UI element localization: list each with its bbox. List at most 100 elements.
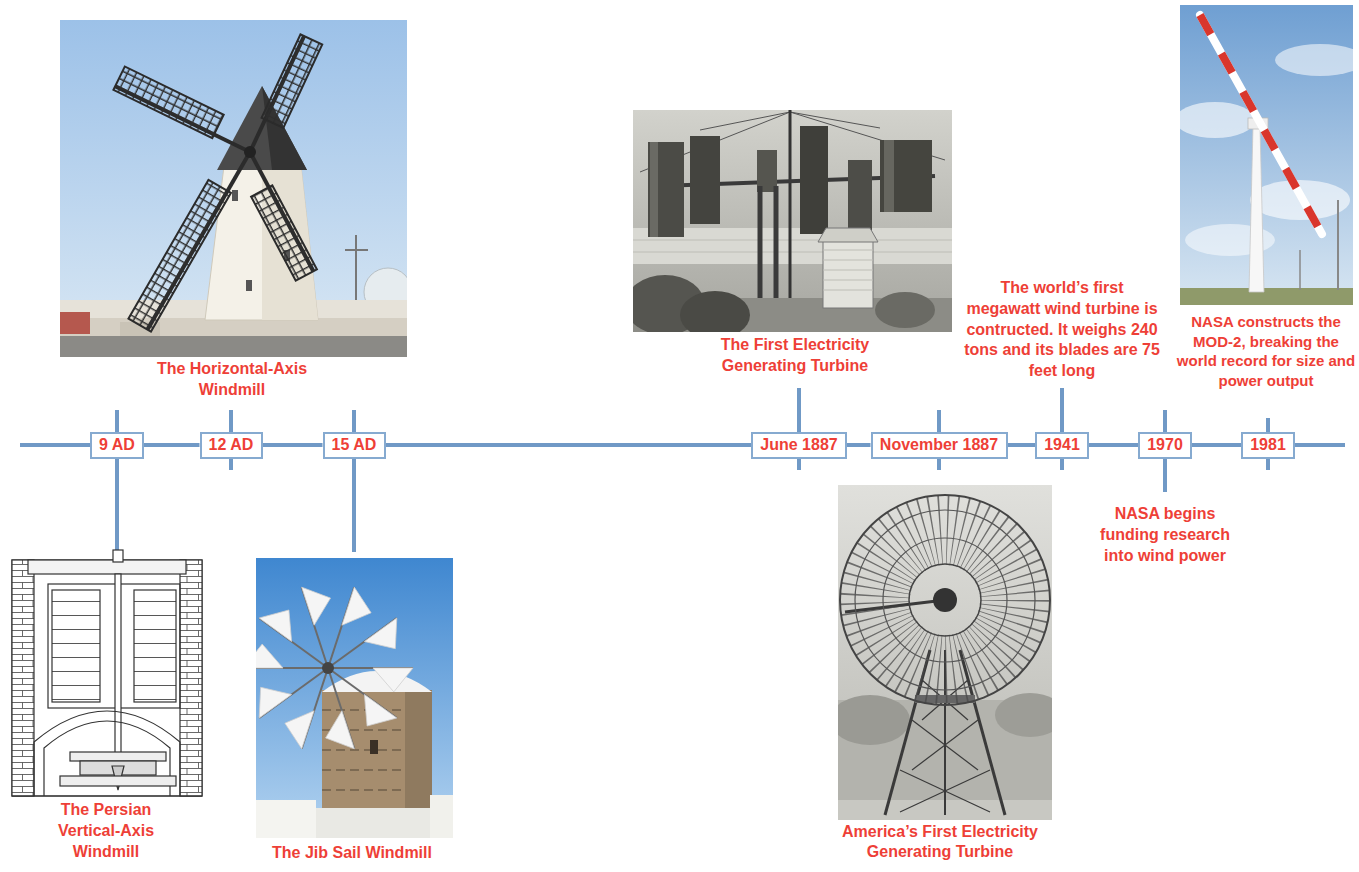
mod2-photo bbox=[1249, 126, 1264, 292]
mod2-photo bbox=[1180, 288, 1353, 305]
persian-windmill-drawing bbox=[12, 795, 202, 796]
windmill-photo bbox=[355, 235, 357, 300]
turbine-photo bbox=[875, 292, 935, 328]
jib-windmill-photo bbox=[259, 610, 291, 642]
date-text: 9 AD bbox=[99, 434, 135, 455]
mod2-photo bbox=[1337, 200, 1339, 290]
brush-turbine-photo bbox=[838, 695, 910, 745]
turbine-photo bbox=[757, 150, 777, 192]
jib-windmill-photo bbox=[256, 644, 283, 668]
jib-windmill-photo bbox=[430, 795, 453, 838]
windmill-photo bbox=[60, 312, 90, 334]
timeline-segment bbox=[144, 443, 200, 447]
jib-windmill-photo bbox=[322, 662, 334, 674]
turbine-photo bbox=[650, 142, 658, 237]
brush-turbine-photo bbox=[883, 538, 1007, 662]
persian-windmill-drawing bbox=[134, 590, 176, 702]
persian-windmill-drawing bbox=[113, 550, 123, 562]
persian-windmill-drawing bbox=[60, 776, 176, 786]
persian-windmill-drawing bbox=[12, 560, 34, 796]
date-text: 1981 bbox=[1250, 434, 1286, 455]
caption-text: NASA begins funding research into wind p… bbox=[1095, 504, 1235, 566]
timeline-tick bbox=[117, 388, 1268, 552]
date-box: 9 AD bbox=[90, 432, 144, 459]
turbine-photo bbox=[823, 240, 873, 308]
brush-turbine-photo bbox=[900, 770, 990, 812]
caption-text: The Horizontal-Axis Windmill bbox=[132, 359, 332, 401]
persian-windmill-drawing bbox=[28, 560, 186, 574]
turbine-photo bbox=[880, 140, 932, 212]
jib-windmill-photo bbox=[259, 668, 328, 718]
persian-windmill-drawing bbox=[115, 574, 121, 766]
date-box: 1981 bbox=[1241, 432, 1295, 459]
date-box: November 1887 bbox=[871, 432, 1008, 459]
date-box: 15 AD bbox=[323, 432, 386, 459]
brush-turbine-photo bbox=[933, 588, 957, 612]
windmill-photo bbox=[232, 150, 317, 280]
brush-turbine-photo bbox=[840, 495, 1050, 705]
windmill-photo bbox=[244, 146, 256, 158]
turbine-photo bbox=[680, 291, 750, 332]
date-box: June 1887 bbox=[751, 432, 847, 459]
mod2-photo bbox=[1200, 15, 1322, 234]
jib-windmill-photo bbox=[259, 687, 291, 718]
timeline-segment bbox=[263, 443, 323, 447]
windmill-photo bbox=[113, 66, 259, 155]
date-text: 15 AD bbox=[332, 434, 377, 455]
mod2-photo bbox=[1299, 250, 1301, 290]
persian-windmill-drawing bbox=[12, 550, 202, 796]
date-text: 1970 bbox=[1147, 434, 1183, 455]
persian-windmill-drawing bbox=[48, 584, 180, 708]
jib-windmill-photo bbox=[370, 740, 378, 754]
turbine-photo bbox=[633, 110, 952, 332]
turbine-photo bbox=[848, 160, 872, 230]
jib-windmill-photo bbox=[373, 668, 413, 692]
date-text: November 1887 bbox=[880, 434, 998, 455]
timeline-segment bbox=[386, 443, 752, 447]
caption-text: The First Electricity Generating Turbine bbox=[689, 335, 901, 377]
windmill-photo bbox=[60, 336, 407, 357]
windmill-photo bbox=[246, 280, 252, 291]
turbine-photo bbox=[690, 136, 720, 224]
caption-text: NASA constructs the MOD-2, breaking the … bbox=[1175, 312, 1357, 390]
mod2-photo bbox=[1200, 15, 1322, 234]
date-box: 1941 bbox=[1035, 432, 1089, 459]
turbine-photo bbox=[818, 228, 878, 242]
jib-windmill-photo bbox=[302, 587, 331, 625]
windmill-photo bbox=[113, 66, 223, 138]
timeline-segment bbox=[1192, 443, 1241, 447]
caption-text: The world’s first megawatt wind turbine … bbox=[963, 278, 1161, 382]
persian-windmill-drawing bbox=[180, 560, 202, 796]
turbine-photo bbox=[790, 112, 880, 128]
caption-text: The Jib Sail Windmill bbox=[237, 843, 467, 864]
jib-windmill-photo bbox=[364, 695, 396, 727]
windmill-photo bbox=[246, 34, 322, 160]
turbine-photo bbox=[774, 186, 779, 300]
windmill-photo bbox=[128, 180, 231, 332]
jib-windmill-photo bbox=[256, 800, 316, 838]
persian-windmill-drawing bbox=[52, 590, 100, 702]
turbine-photo bbox=[884, 140, 894, 212]
brush-turbine-photo bbox=[875, 530, 1015, 670]
date-box: 12 AD bbox=[200, 432, 263, 459]
brush-turbine-photo bbox=[838, 485, 1052, 820]
brush-turbine-photo bbox=[960, 650, 1005, 815]
brush-turbine-photo bbox=[909, 564, 981, 636]
jib-windmill-photo bbox=[342, 587, 371, 625]
turbine-photo bbox=[789, 110, 792, 305]
jib-windmill-photo bbox=[322, 671, 432, 692]
jib-windmill-photo bbox=[256, 558, 453, 838]
windmill-photo bbox=[128, 141, 253, 332]
turbine-photo bbox=[758, 186, 763, 300]
brush-turbine-photo bbox=[838, 485, 1052, 820]
mod2-photo bbox=[1180, 5, 1353, 305]
persian-windmill-drawing bbox=[34, 711, 180, 796]
timeline-segment bbox=[1089, 443, 1138, 447]
turbine-photo bbox=[648, 142, 684, 237]
persian-windmill-drawing bbox=[12, 560, 202, 796]
date-box: 1970 bbox=[1138, 432, 1192, 459]
brush-turbine-photo bbox=[900, 770, 990, 812]
windmill-photo bbox=[232, 190, 238, 201]
date-text: 1941 bbox=[1044, 434, 1080, 455]
